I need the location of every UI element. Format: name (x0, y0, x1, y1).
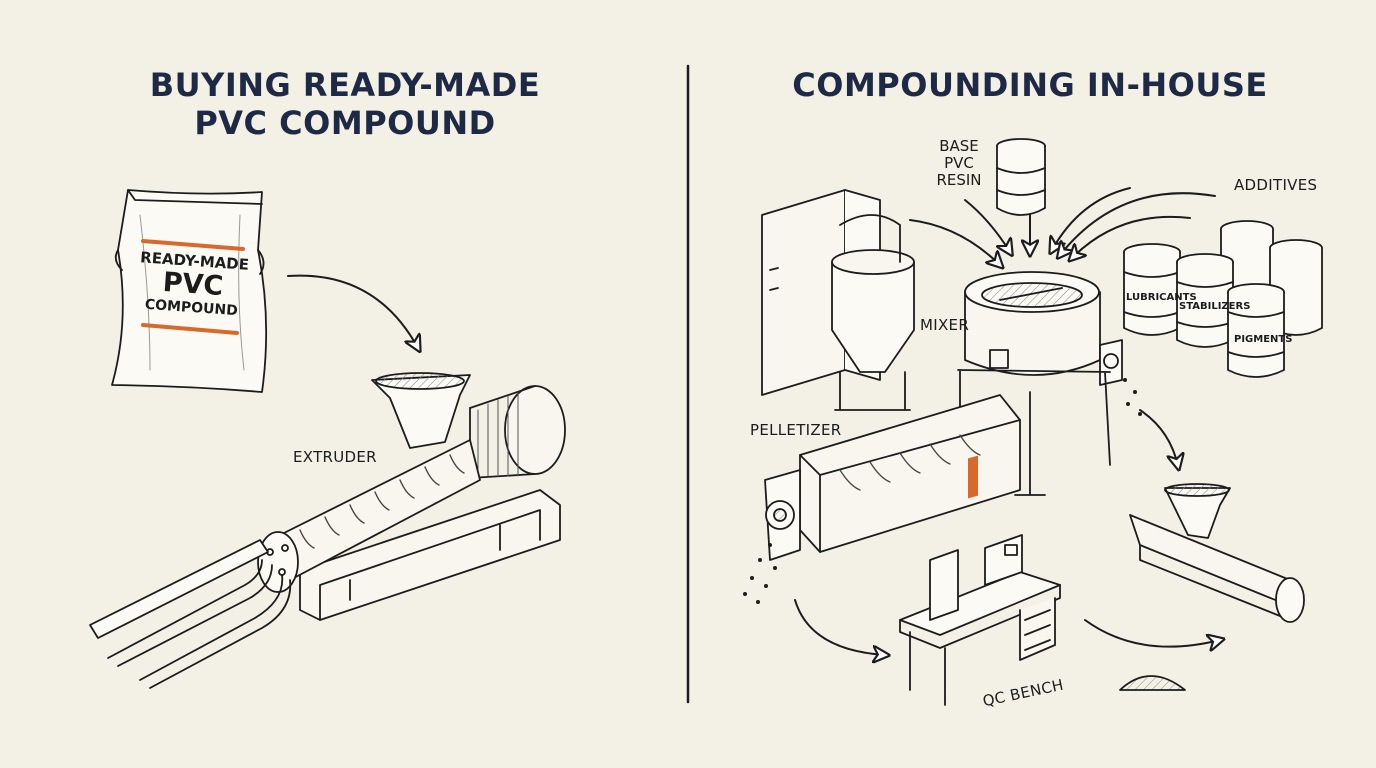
arrow-qc-to-output (1084, 619, 1220, 647)
right-title: COMPOUNDING IN-HOUSE (792, 66, 1268, 104)
base-resin-drum (996, 138, 1046, 216)
additives-label: ADDITIVES (1234, 176, 1318, 194)
feed-arrows (909, 187, 1216, 265)
pellet-stream (743, 378, 1142, 604)
base-resin-label: BASE PVC RESIN (934, 138, 984, 189)
left-title: BUYING READY-MADE PVC COMPOUND (110, 66, 580, 142)
bag-label: READY-MADE PVC COMPOUND (136, 248, 250, 320)
base-resin-line-2: PVC (944, 154, 974, 172)
base-resin-line-1: BASE (939, 137, 979, 155)
powder-pile (1119, 675, 1186, 691)
mixer-machine (957, 271, 1123, 496)
qc-bench (899, 534, 1061, 706)
arrow-bag-to-extruder (287, 274, 418, 348)
drum-label-stabilizers: STABILIZERS (1179, 301, 1251, 312)
extruder-machine (89, 372, 566, 689)
drum-label-lubricants: LUBRICANTS (1126, 292, 1197, 303)
mixer-label: MIXER (920, 316, 970, 334)
output-extruder (1129, 483, 1305, 623)
left-title-line-1: BUYING READY-MADE (149, 66, 541, 104)
arrow-to-qc (794, 599, 885, 655)
pvc-compound-bag (111, 189, 268, 393)
pelletizer-machine (764, 394, 1021, 561)
additive-drums (1123, 220, 1323, 378)
base-resin-line-3: RESIN (936, 171, 982, 189)
feed-hopper (831, 214, 915, 411)
left-title-line-2: PVC COMPOUND (194, 104, 496, 142)
extruder-label: EXTRUDER (293, 448, 377, 466)
pelletizer-label: PELLETIZER (750, 421, 842, 439)
drum-label-pigments: PIGMENTS (1234, 334, 1293, 345)
arrow-to-small-extruder (1139, 409, 1178, 466)
